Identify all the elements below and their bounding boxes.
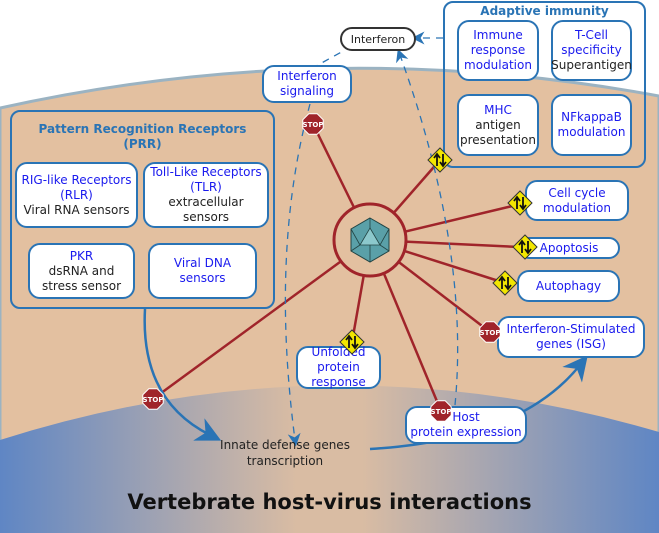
node-text: stress sensor [41, 278, 122, 293]
node-text: modulation [543, 200, 611, 215]
node-text: antigen [475, 117, 521, 132]
node-text: Innate defense genes [220, 438, 350, 452]
node-text: PKR [69, 248, 94, 263]
node-text: Superantigen [551, 58, 632, 72]
diagram-title: Vertebrate host-virus interactions [127, 490, 532, 514]
node-text: modulation [464, 58, 532, 72]
apoptosis-node: Apoptosis [518, 237, 620, 259]
node-text: Viral DNA [173, 256, 232, 270]
node-text: modulation [557, 125, 626, 139]
node-text: Cell cycle [548, 185, 606, 200]
node-text: extracellular sensors [168, 195, 244, 224]
node-text: presentation [460, 132, 536, 147]
node-text: Toll-Like Receptors [150, 165, 262, 179]
node-text: response [470, 43, 526, 57]
node-text: MHC [484, 102, 512, 117]
node-text: Viral RNA sensors [23, 202, 130, 217]
node-text: Interferon [277, 69, 337, 83]
node-text: (TLR) [190, 180, 222, 194]
interferon-node: Interferon [340, 27, 416, 51]
node-text: Interferon [350, 32, 406, 46]
node-text: dsRNA and [48, 263, 115, 278]
tlr-node: Toll-Like Receptors(TLR)extracellular se… [143, 162, 269, 228]
node-text: response [311, 375, 366, 389]
node-text: Adaptive immunity [480, 4, 609, 18]
node-text: genes (ISG) [536, 337, 606, 351]
rlr-node: RIG-like Receptors(RLR)Viral RNA sensors [15, 162, 138, 228]
node-text: T-Cell [575, 28, 608, 42]
innate-defense-label: Innate defense genes transcription [200, 437, 370, 469]
node-text: Autophagy [535, 278, 602, 293]
node-text: (RLR) [60, 187, 93, 202]
node-text: protein expression [410, 425, 522, 439]
node-text: (PRR) [123, 137, 162, 151]
node-text: specificity [561, 43, 622, 57]
node-text: Immune [473, 28, 523, 42]
adaptive-immunity-group: Adaptive immunity [443, 1, 646, 168]
node-text: NFkappaB [561, 110, 622, 124]
node-text: Interferon-Stimulated [506, 322, 636, 336]
autophagy-node: Autophagy [517, 270, 620, 302]
node-text: Pattern Recognition Receptors [38, 122, 247, 136]
node-text: RIG-like Receptors [21, 172, 132, 187]
node-text: transcription [246, 454, 324, 468]
signal-dashed-arrows [284, 31, 459, 447]
node-text: sensors [179, 271, 226, 285]
node-text: signaling [279, 84, 335, 98]
prr-group: Pattern Recognition Receptors(PRR) [10, 110, 275, 309]
node-text: Host [452, 410, 480, 424]
node-text: Apoptosis [539, 240, 599, 255]
icosahedral-virus-icon [350, 217, 390, 263]
node-text: Unfolded protein [311, 345, 366, 374]
